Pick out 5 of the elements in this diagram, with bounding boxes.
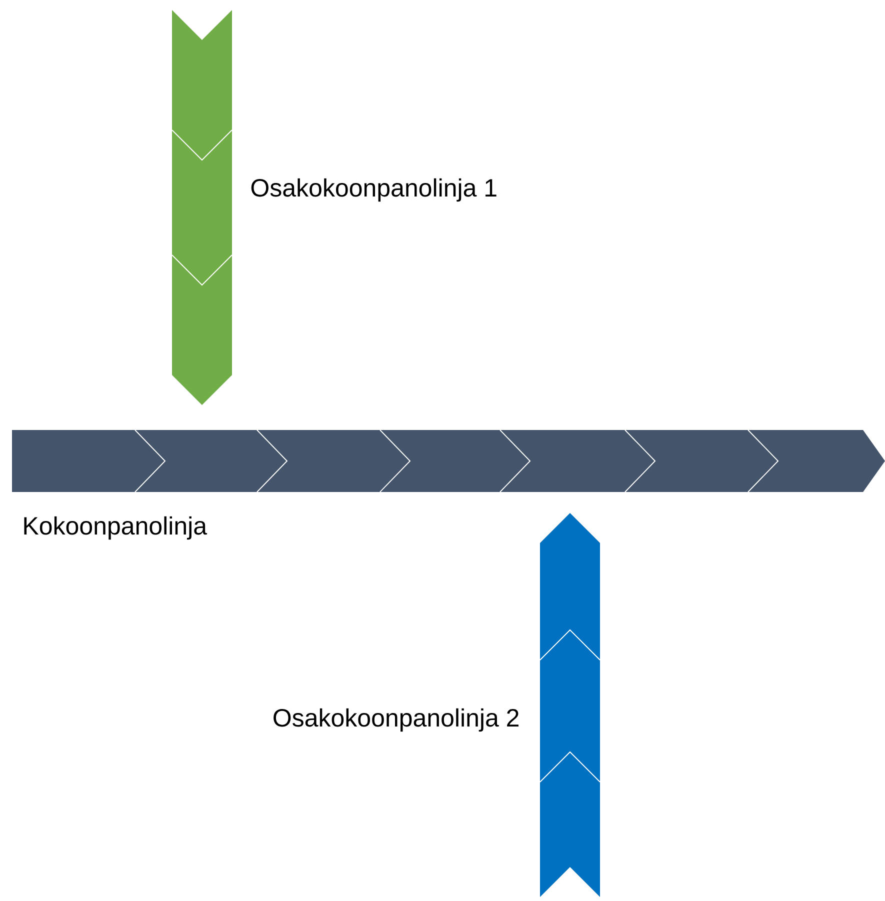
line-label: Kokoonpanolinja [24,516,208,540]
chevron-arrow [540,513,600,897]
chevron-arrow [172,10,232,405]
line-label: Osakokoonpanolinja 2 [274,708,518,732]
line-label: Osakokoonpanolinja 1 [251,178,496,202]
